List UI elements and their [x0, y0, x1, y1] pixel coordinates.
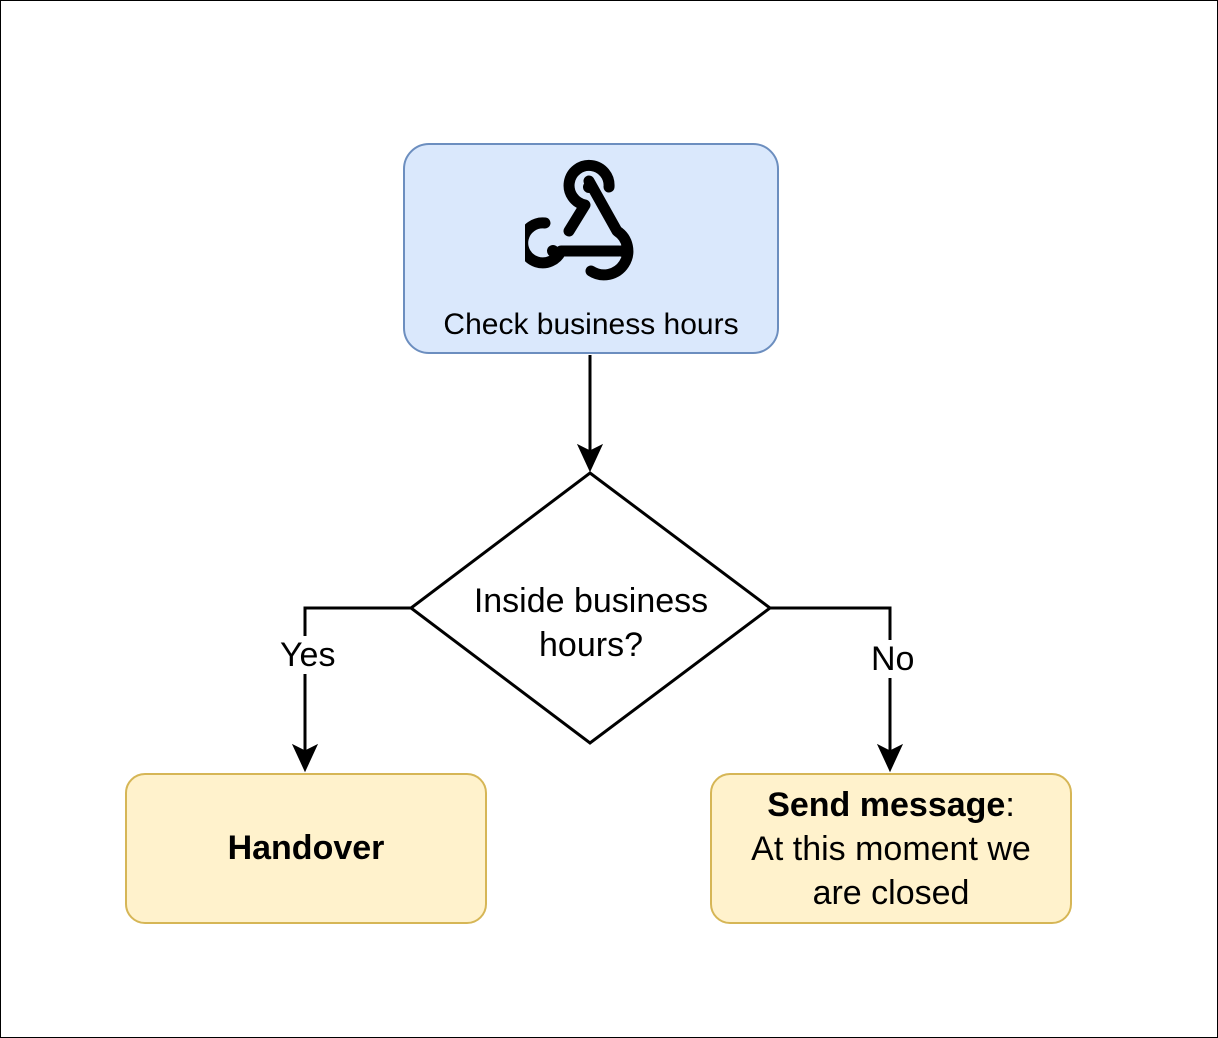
no-edge-label: No	[869, 640, 917, 678]
send-message-node[interactable]: Send message: At this moment we are clos…	[710, 773, 1072, 924]
decision-label: Inside business hours?	[441, 579, 741, 667]
decision-label-line2: hours?	[539, 626, 643, 664]
connector-yes	[303, 606, 411, 751]
connector-no	[770, 606, 892, 751]
send-message-title: Send message	[767, 785, 1006, 824]
arrowhead-handover	[291, 743, 319, 773]
handover-label: Handover	[227, 829, 385, 867]
start-node[interactable]: Check business hours	[403, 143, 779, 354]
send-message-line1: At this moment we	[751, 829, 1031, 868]
decision-diamond	[408, 471, 773, 745]
handover-node[interactable]: Handover	[125, 773, 487, 924]
yes-edge-label: Yes	[278, 636, 338, 674]
send-message-line2: are closed	[812, 873, 970, 912]
webhook-icon	[525, 159, 634, 281]
start-node-label: Check business hours	[443, 308, 739, 341]
arrowhead-decision	[576, 443, 604, 473]
send-message-separator: :	[1005, 785, 1015, 824]
decision-label-line1: Inside business	[473, 582, 709, 620]
send-message-text: Send message: At this moment we are clos…	[751, 783, 1031, 915]
arrowhead-send	[876, 743, 904, 773]
